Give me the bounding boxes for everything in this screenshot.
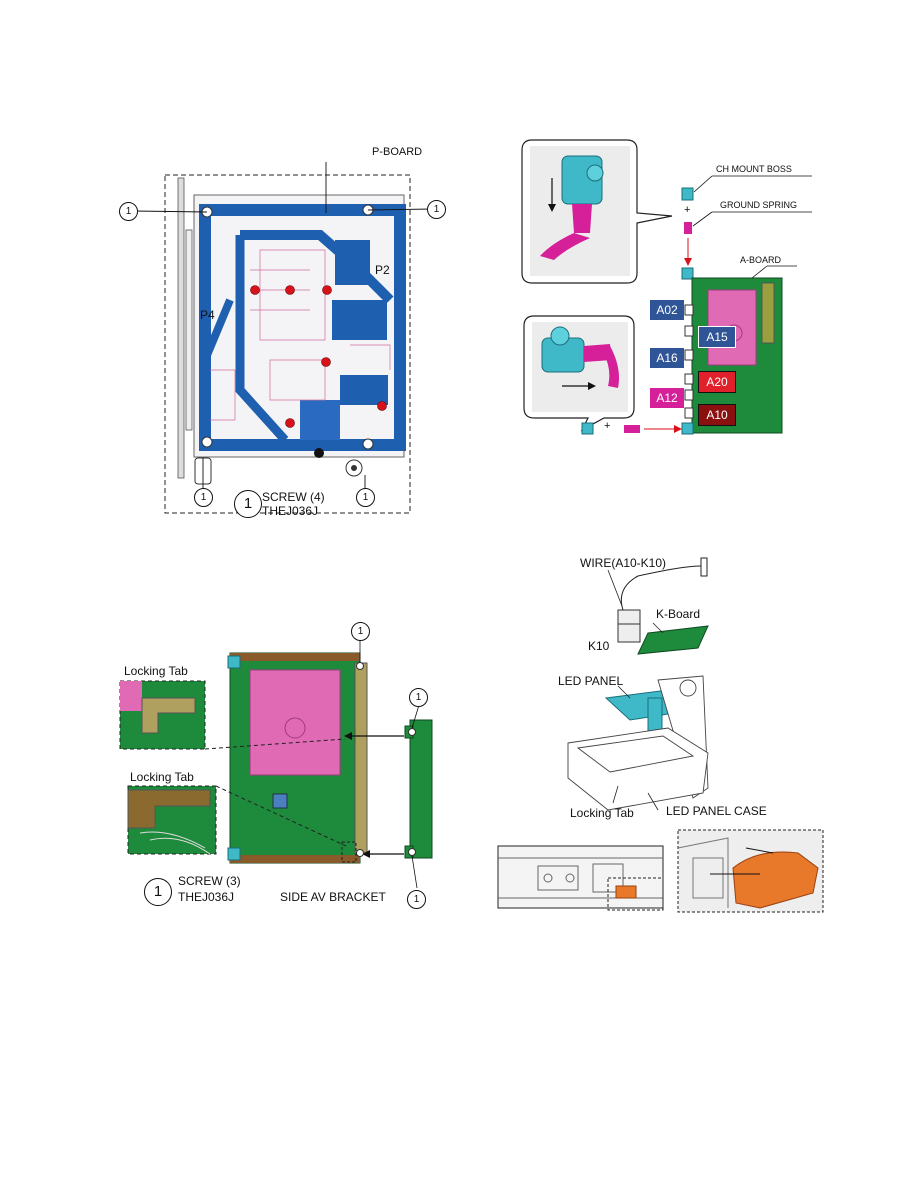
wire-a10-k10-label: WIRE(A10-K10) xyxy=(580,556,667,570)
screw-marker-top-left: 1 xyxy=(119,202,138,221)
locking-tab-label-1: Locking Tab xyxy=(124,664,188,678)
connector-a20: A20 xyxy=(698,371,736,393)
locking-tab-label-2: Locking Tab xyxy=(130,770,194,784)
connector-a02: A02 xyxy=(650,300,684,320)
screw-marker-bracket-bottom: 1 xyxy=(407,890,426,909)
screw-marker-bottom-left: 1 xyxy=(194,488,213,507)
a-board-drawing xyxy=(521,139,812,435)
led-panel-case-label: LED PANEL CASE xyxy=(666,804,767,818)
screw-legend-marker: 1 xyxy=(144,878,172,906)
screw-marker-top: 1 xyxy=(351,622,370,641)
connector-a16: A16 xyxy=(650,348,684,368)
plus-sign-bottom: + xyxy=(604,420,611,432)
p-board-drawing xyxy=(133,162,433,514)
plus-sign-top: + xyxy=(684,204,691,216)
p4-connector-label: P4 xyxy=(200,308,215,322)
ground-spring-label: GROUND SPRING xyxy=(720,200,798,210)
side-av-bracket-label: SIDE AV BRACKET xyxy=(280,890,386,904)
led-panel-figure: WIRE(A10-K10) K-Board K10 LED PANEL Lock… xyxy=(497,548,828,918)
side-av-drawing xyxy=(119,638,433,889)
screw-legend-part: THEJ036J xyxy=(262,504,319,518)
k-board-label: K-Board xyxy=(656,607,701,621)
side-av-figure: Locking Tab Locking Tab 1 1 1 1 SCREW (3… xyxy=(110,618,455,918)
p-board-figure: P-BOARD P2 P4 1 1 1 1 1 SCREW (4) THEJ03… xyxy=(110,140,446,520)
ch-mount-boss-label: CH MOUNT BOSS xyxy=(716,164,792,174)
screw-marker-bottom-right: 1 xyxy=(356,488,375,507)
screw-legend-marker: 1 xyxy=(234,490,262,518)
screw-legend-count: SCREW (3) xyxy=(178,874,241,888)
screw-marker-bracket-top: 1 xyxy=(409,688,428,707)
connector-a10: A10 xyxy=(698,404,736,426)
screw-legend-part: THEJ036J xyxy=(178,890,235,904)
screw-marker-top-right: 1 xyxy=(427,200,446,219)
p-board-label: P-BOARD xyxy=(372,146,423,158)
p2-connector-label: P2 xyxy=(375,263,390,277)
a-board-figure: CH MOUNT BOSS GROUND SPRING A-BOARD + + … xyxy=(512,138,817,443)
a-board-label: A-BOARD xyxy=(740,255,782,265)
connector-a15: A15 xyxy=(698,326,736,348)
led-panel-drawing xyxy=(497,557,824,913)
led-panel-label: LED PANEL xyxy=(558,674,624,688)
k10-connector-label: K10 xyxy=(588,639,610,653)
connector-a12: A12 xyxy=(650,388,684,408)
locking-tab-label: Locking Tab xyxy=(570,806,634,820)
screw-legend-count: SCREW (4) xyxy=(262,490,325,504)
